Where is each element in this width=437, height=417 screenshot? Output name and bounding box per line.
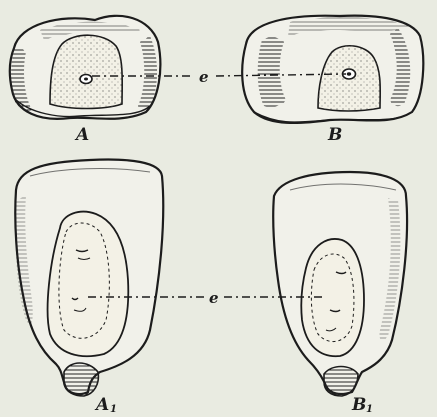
leader-label-bottom: e <box>209 289 219 307</box>
panel-label-b: B <box>327 125 342 145</box>
kernel-section-a <box>10 16 161 119</box>
panel-label-a1-subscript: 1 <box>110 404 117 413</box>
panel-label-a1: A <box>94 395 109 413</box>
panel-label-a: A <box>74 125 89 145</box>
leader-label-top: e <box>199 68 209 86</box>
kernel-face-a1 <box>15 160 163 396</box>
panel-label-b1-subscript: 1 <box>366 404 373 413</box>
panel-label-b1: B <box>351 395 366 413</box>
kernel-section-b <box>242 16 423 123</box>
kernel-face-b1 <box>273 172 407 396</box>
